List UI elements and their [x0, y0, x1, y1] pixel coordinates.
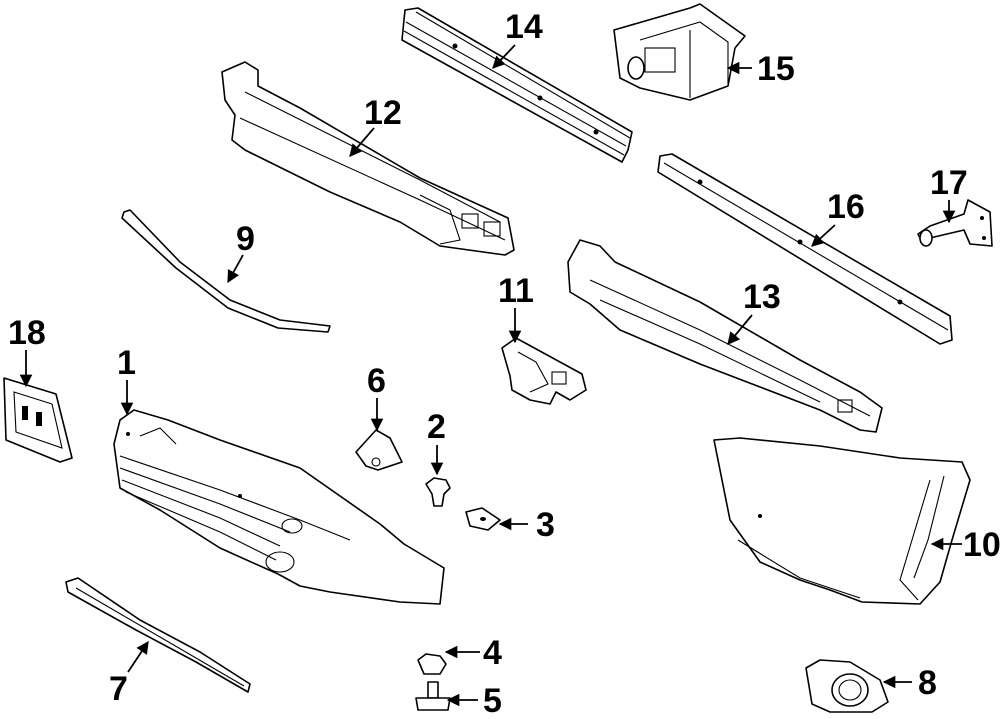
- callout-13: 13: [743, 278, 781, 316]
- part-13-energy-absorber: [567, 239, 883, 433]
- callout-4: 4: [483, 634, 502, 672]
- part-5-bolt: [415, 681, 451, 711]
- callout-labels: 14 15 12 17 16 9 11 13 18 1 6 2 3 10 4 5…: [8, 8, 1000, 719]
- callout-10: 10: [963, 526, 1000, 564]
- part-15-mounting-bracket: [613, 3, 746, 101]
- leader-16: [811, 224, 836, 247]
- callout-17: 17: [930, 164, 968, 202]
- callout-6: 6: [367, 362, 386, 400]
- part-3-nut: [465, 507, 501, 531]
- callout-14: 14: [505, 8, 543, 46]
- callout-2: 2: [427, 408, 446, 446]
- leader-14: [492, 44, 516, 69]
- leader-13: [727, 314, 753, 345]
- part-1-bumper-cover: [113, 409, 445, 605]
- part-8-fog-lamp-bezel: [805, 659, 889, 713]
- callout-9: 9: [236, 220, 255, 258]
- callout-7: 7: [109, 670, 128, 708]
- leader-7: [127, 640, 149, 673]
- part-14-reinforcement-bar: [401, 7, 633, 163]
- part-9-trim-strip: [121, 209, 331, 333]
- part-16-reinforcement-bar: [657, 153, 953, 345]
- part-18-license-bracket: [3, 377, 73, 463]
- callout-11: 11: [498, 272, 534, 310]
- part-10-side-bracket: [713, 437, 971, 605]
- callout-16: 16: [827, 188, 865, 226]
- callout-8: 8: [918, 664, 937, 702]
- part-6-cover: [355, 429, 403, 471]
- leader-lines: [19, 44, 962, 707]
- callout-3: 3: [536, 506, 555, 544]
- callout-12: 12: [364, 94, 402, 132]
- callout-18: 18: [8, 314, 46, 352]
- part-4-retainer: [417, 653, 447, 675]
- callout-5: 5: [483, 682, 502, 719]
- callout-15: 15: [757, 50, 795, 88]
- callout-1: 1: [117, 344, 136, 382]
- part-12-energy-absorber: [221, 61, 515, 256]
- part-7-grille-strip: [65, 577, 251, 693]
- leader-9: [227, 254, 244, 284]
- part-11-side-bracket: [501, 337, 587, 405]
- part-2-clip: [425, 477, 451, 507]
- part-17-bracket: [917, 199, 993, 247]
- leader-12: [349, 127, 375, 157]
